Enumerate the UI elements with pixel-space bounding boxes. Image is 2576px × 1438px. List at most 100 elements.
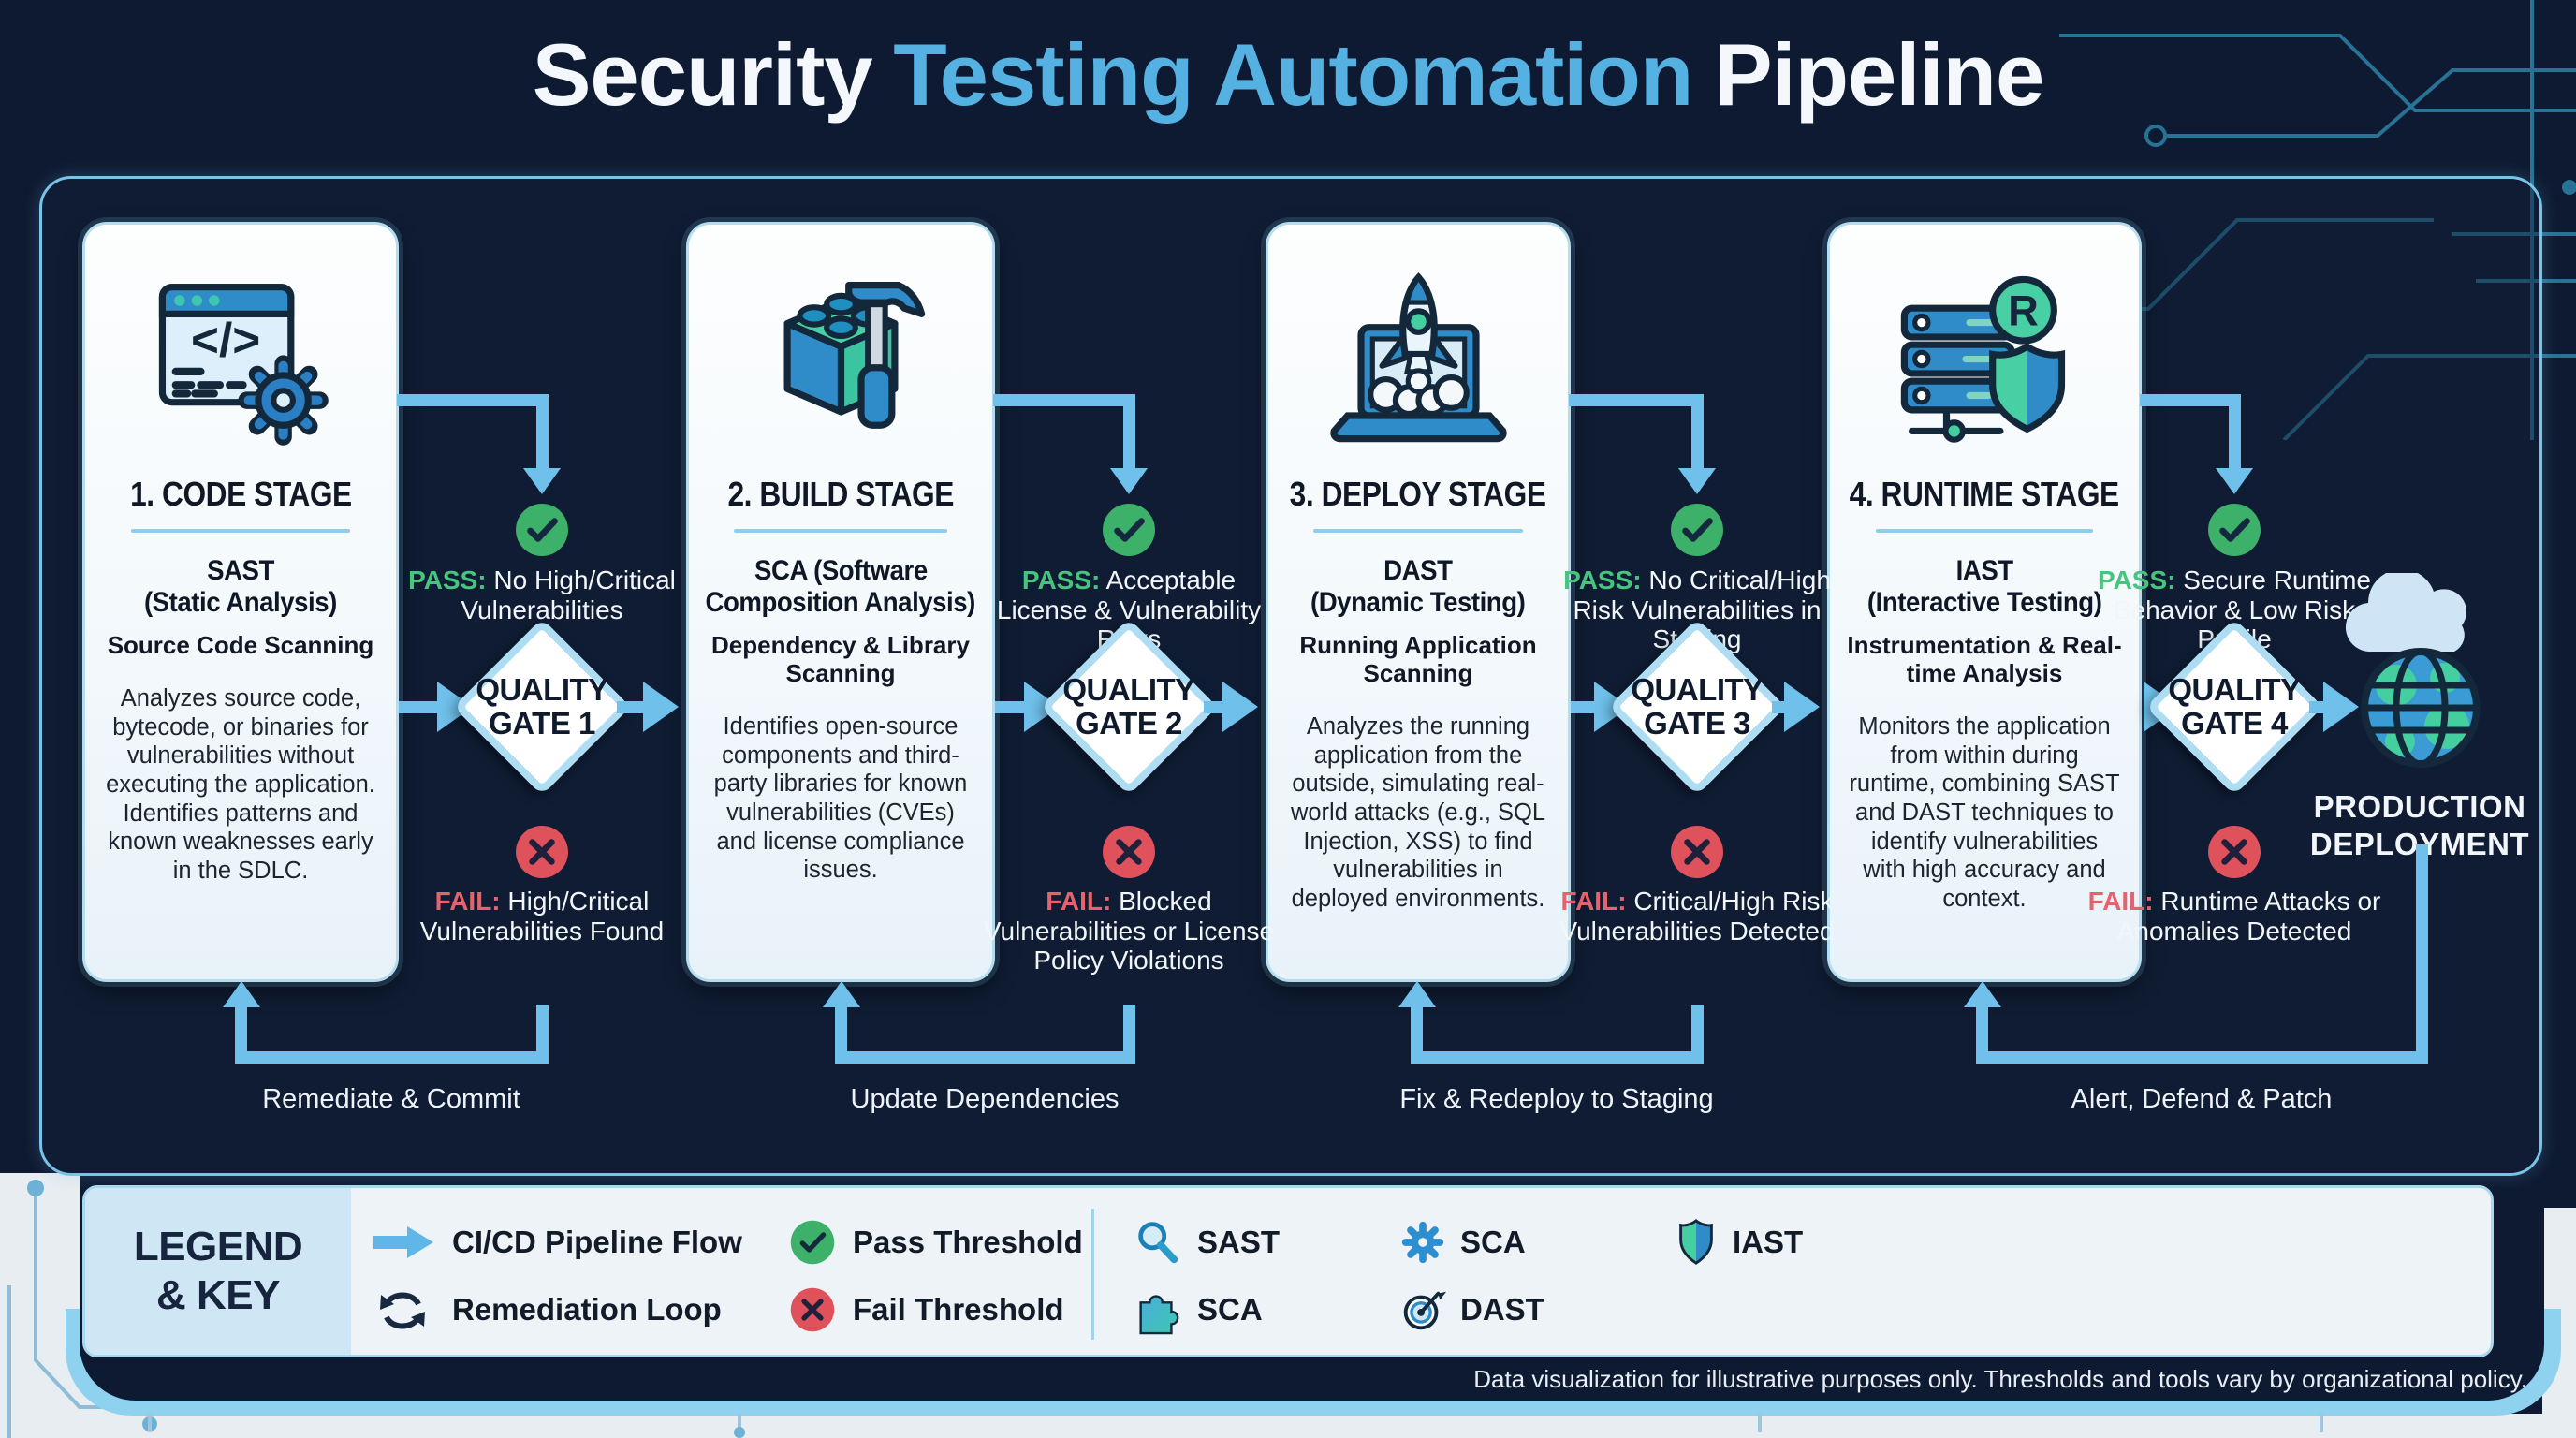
legend-label-remediation: Remediation Loop: [452, 1292, 722, 1327]
flow-shaft: [1571, 700, 1594, 713]
loop-label: Remediate & Commit: [262, 1084, 520, 1114]
stage-subtitle: Dependency & Library Scanning: [711, 631, 970, 688]
divider: [1312, 529, 1524, 533]
pass-prefix: PASS:: [1563, 565, 1642, 594]
flow-elbow: [993, 394, 1135, 406]
pass-threshold-icon: [790, 1220, 835, 1265]
fail-prefix: FAIL:: [1560, 887, 1627, 916]
loop-arm: [234, 1007, 247, 1064]
divider: [734, 529, 947, 533]
pipeline-flow-arrow-icon: [373, 1226, 433, 1258]
pass-detail: No High/Critical Vulnerabilities: [461, 565, 676, 624]
loop-arm: [1410, 1007, 1423, 1064]
stage-tool-line2: Composition Analysis): [705, 587, 976, 619]
flow-arrowhead-right-icon: [2323, 682, 2359, 732]
sca-puzzle-icon: [1139, 1295, 1179, 1335]
legend-title: LEGEND & KEY: [85, 1188, 351, 1355]
stage-description: Analyzes source code, bytecode, or binar…: [106, 685, 375, 884]
flow-shaft: [399, 700, 437, 713]
loop-bottom: [1975, 1051, 2428, 1064]
loop-arm: [1690, 1005, 1704, 1064]
stage-card-deploy: 3. DEPLOY STAGE DAST (Dynamic Testing) R…: [1266, 222, 1571, 982]
legend-divider: [1091, 1209, 1094, 1340]
pass-prefix: PASS:: [408, 565, 487, 594]
stage-header: 1. CODE STAGE: [129, 475, 352, 513]
pass-detail: No Critical/High Risk Vulnerabilities in…: [1573, 565, 1831, 653]
stage-tool-line2: (Dynamic Testing): [1310, 587, 1526, 619]
bottom-light-strip: [0, 1414, 2576, 1438]
fail-x-icon: [1671, 826, 1723, 878]
brick-hammer-icon: [783, 282, 925, 429]
production-cloud-globe-icon: [2346, 573, 2481, 768]
fail-threshold-text: FAIL: Runtime Attacks or Anomalies Detec…: [2080, 887, 2389, 946]
divider: [1875, 529, 2094, 533]
stage-header: 2. BUILD STAGE: [727, 475, 954, 513]
title-part-security: Security: [532, 25, 873, 124]
flow-arrowhead-right-icon: [1222, 682, 1258, 732]
stage-description: Analyzes the running application from th…: [1290, 713, 1546, 912]
loop-arrowhead-up-icon: [1398, 981, 1436, 1007]
flow-elbow: [1690, 394, 1704, 469]
flow-arrowhead-right-icon: [643, 682, 679, 732]
loop-label: Update Dependencies: [850, 1084, 1120, 1114]
fail-prefix: FAIL:: [1046, 887, 1112, 916]
loop-label: Fix & Redeploy to Staging: [1399, 1084, 1714, 1114]
fail-x-icon: [1103, 826, 1155, 878]
legend-label-pass: Pass Threshold: [853, 1225, 1083, 1259]
loop-arm: [535, 1005, 549, 1064]
dast-target-icon: [1403, 1291, 1447, 1330]
stage-subtitle: Running Application Scanning: [1299, 631, 1537, 688]
loop-bottom: [234, 1051, 549, 1064]
flow-shaft: [617, 700, 643, 713]
fail-threshold-text: FAIL: Blocked Vulnerabilities or License…: [974, 887, 1283, 976]
stage-tool-line1: SAST: [207, 555, 274, 586]
iast-shield-icon: [1679, 1219, 1713, 1265]
legend-label-dast: DAST: [1460, 1292, 1544, 1327]
legend-label-sca-gear: SCA: [1460, 1225, 1526, 1259]
stage-tool-line1: DAST: [1383, 555, 1453, 586]
pass-check-icon: [516, 504, 568, 556]
fail-x-icon: [2208, 826, 2261, 878]
fail-detail: Blocked Vulnerabilities or License Polic…: [983, 887, 1275, 976]
flow-shaft: [1204, 700, 1222, 713]
pass-detail: Secure Runtime Behavior & Low Risk Profi…: [2113, 565, 2372, 653]
pass-check-icon: [1103, 504, 1155, 556]
flow-elbow: [535, 394, 549, 469]
pass-check-icon: [1671, 504, 1723, 556]
loop-arrowhead-up-icon: [1964, 981, 2001, 1007]
flow-shaft: [995, 700, 1024, 713]
loop-arm: [2415, 844, 2428, 1064]
stage-description: Identifies open-source components and th…: [713, 713, 968, 884]
svg-text:R: R: [2008, 287, 2039, 335]
stage-tool-line2: (Static Analysis): [144, 587, 337, 619]
pass-threshold-text: PASS: No High/Critical Vulnerabilities: [388, 565, 696, 624]
flow-arrowhead-down-icon: [2216, 468, 2253, 494]
loop-bottom: [1410, 1051, 1704, 1064]
legend-label-sast: SAST: [1197, 1225, 1281, 1259]
title-part-pipeline: Pipeline: [1713, 25, 2044, 124]
stage-subtitle: Instrumentation & Real-time Analysis: [1847, 631, 2122, 688]
flow-arrowhead-down-icon: [1110, 468, 1148, 494]
flow-arrowhead-down-icon: [1678, 468, 1716, 494]
server-shield-icon: R: [1900, 275, 2065, 443]
flow-elbow: [1122, 394, 1135, 469]
loop-label: Alert, Defend & Patch: [2071, 1084, 2333, 1114]
fail-detail: Runtime Attacks or Anomalies Detected: [2116, 887, 2381, 946]
stage-header: 3. DEPLOY STAGE: [1290, 475, 1546, 513]
stage-description: Monitors the application from within dur…: [1849, 713, 2120, 912]
flow-arrowhead-right-icon: [1784, 682, 1820, 732]
laptop-rocket-icon: [1329, 271, 1507, 443]
pass-check-icon: [2208, 504, 2261, 556]
pass-prefix: PASS:: [2097, 565, 2176, 594]
loop-arrowhead-up-icon: [823, 981, 860, 1007]
fail-prefix: FAIL:: [2087, 887, 2154, 916]
